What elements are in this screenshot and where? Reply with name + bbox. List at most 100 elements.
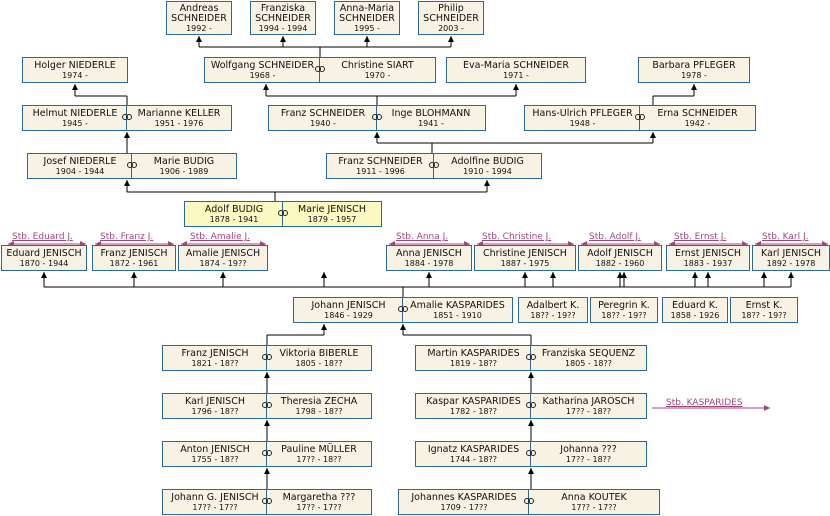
link-stb-ernst[interactable]: Stb. Ernst J. xyxy=(674,232,727,242)
person-dates: 1744 - 18?? xyxy=(449,454,497,464)
marriage-rings-icon xyxy=(372,114,382,121)
person-peregrin-k[interactable]: Peregrin K.18?? - 19?? xyxy=(590,297,658,323)
person-dates: 1805 - 18?? xyxy=(295,358,343,368)
person-name: Holger NIEDERLE xyxy=(34,59,116,71)
person-name: Adolfine BUDIG xyxy=(451,155,524,167)
arrow-up-icon xyxy=(124,180,130,186)
arrow-up-icon xyxy=(484,180,490,186)
person-eduard-k[interactable]: Eduard K.1858 - 1926 xyxy=(662,297,728,323)
arrow-up-icon xyxy=(264,420,270,426)
link-stb-karl[interactable]: Stb. Karl J. xyxy=(762,232,809,242)
link-stb-franz[interactable]: Stb. Franz J. xyxy=(100,232,154,242)
couple-partner[interactable]: Johanna ???17?? - 18?? xyxy=(530,442,646,466)
person-dates: 1911 - 1996 xyxy=(356,166,405,176)
arrow-up-icon xyxy=(196,36,202,42)
person-dates: 1874 - 19?? xyxy=(199,258,247,268)
link-stb-adolf[interactable]: Stb. Adolf J. xyxy=(589,232,641,242)
link-stb-kasparides[interactable]: Stb. KASPARIDES xyxy=(666,398,743,408)
arrow-up-icon xyxy=(264,468,270,474)
person-ernst-k[interactable]: Ernst K.18?? - 19?? xyxy=(730,297,798,323)
person-name: Eva-Maria SCHNEIDER xyxy=(463,59,569,71)
marriage-rings-icon xyxy=(122,114,132,121)
person-name: Anna KOUTEK xyxy=(561,491,627,503)
person-name: Erna SCHNEIDER xyxy=(657,107,738,119)
arrow-up-icon xyxy=(617,272,623,278)
marriage-rings-icon xyxy=(262,498,272,505)
marriage-rings-icon xyxy=(398,306,408,313)
person-dates: 1851 - 1910 xyxy=(433,310,482,320)
person-dates: 1887 - 1975 xyxy=(500,258,550,268)
person-dates: 1974 - xyxy=(62,70,88,80)
person-dates: 1798 - 18?? xyxy=(295,406,343,416)
arrow-up-icon xyxy=(528,468,534,474)
person-name: Eduard K. xyxy=(672,299,718,311)
person-dates: 18?? - 19?? xyxy=(601,310,647,320)
person-dates: 18?? - 19?? xyxy=(530,310,576,320)
link-stb-christine[interactable]: Stb. Christine J. xyxy=(482,232,552,242)
person-dates: 1878 - 1941 xyxy=(209,214,259,224)
link-stb-eduard[interactable]: Stb. Eduard J. xyxy=(12,232,73,242)
person-adalbert-k[interactable]: Adalbert K.18?? - 19?? xyxy=(518,297,588,323)
couple-partner[interactable]: Margaretha ???17?? - 17?? xyxy=(266,490,371,514)
arrow-up-icon xyxy=(761,272,767,278)
person-dates: 1995 - xyxy=(354,23,380,33)
marriage-rings-icon xyxy=(526,402,536,409)
link-stb-amalie[interactable]: Stb. Amalie J. xyxy=(190,232,251,242)
person-dates: 1821 - 18?? xyxy=(191,358,239,368)
person-name: Adalbert K. xyxy=(526,299,580,311)
link-stb-anna[interactable]: Stb. Anna J. xyxy=(396,232,449,242)
person-name: Martin KASPARIDES xyxy=(427,347,520,359)
person-dates: 1906 - 1989 xyxy=(159,166,209,176)
